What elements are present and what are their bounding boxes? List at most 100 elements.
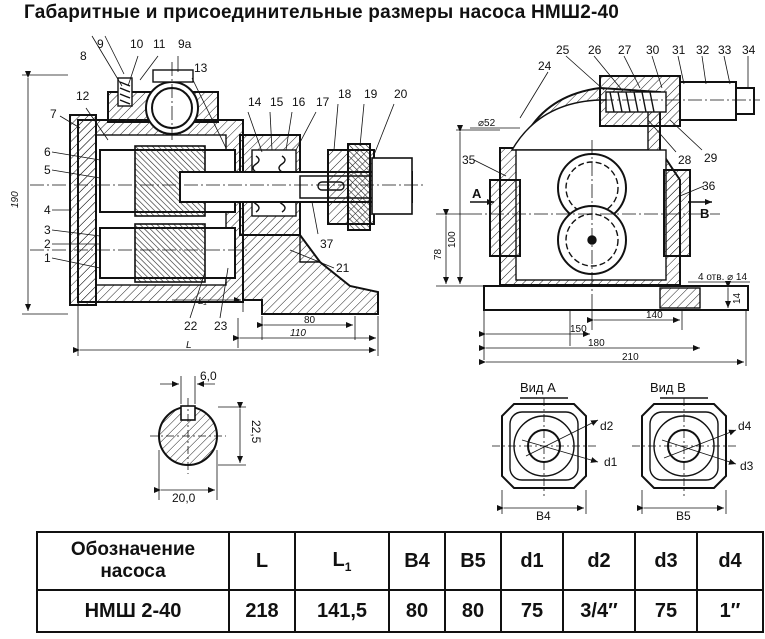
callout-28: 28: [678, 153, 692, 167]
view-a-d1: d1: [604, 455, 618, 469]
callout-24: 24: [538, 59, 552, 73]
callout-21: 21: [336, 261, 350, 275]
callout-1: 1: [44, 251, 51, 265]
dim-110: 110: [290, 328, 306, 339]
port-a-label: A: [472, 186, 482, 201]
cell-L: 218: [228, 589, 296, 633]
cell-d1: 75: [500, 589, 564, 633]
pump-bracket: [242, 234, 379, 315]
base-plate: [483, 285, 749, 311]
callout-17: 17: [316, 95, 330, 109]
view-a-title: Вид A: [520, 380, 556, 395]
callout-8: 8: [80, 49, 87, 63]
callout-4: 4: [44, 203, 51, 217]
right-dimensions: ⌀52 100 78 4 отв. ⌀ 14 14 140 150 180 21…: [433, 118, 747, 363]
view-b-d4: d4: [738, 419, 752, 433]
dim-180: 180: [588, 338, 605, 349]
callout-14: 14: [248, 95, 262, 109]
view-b-b5: B5: [676, 509, 691, 523]
dim-L1: L₁: [198, 296, 207, 307]
key-diameter: 20,0: [172, 491, 196, 505]
callout-12: 12: [76, 89, 90, 103]
view-a: [492, 397, 599, 514]
cell-L1: 141,5: [294, 589, 390, 633]
callout-36: 36: [702, 179, 716, 193]
shaft-key-section: [150, 376, 246, 500]
callout-37: 37: [320, 237, 334, 251]
page-title: Габаритные и присоединительные размеры н…: [24, 2, 620, 23]
key-width: 6,0: [200, 369, 217, 383]
right-callouts: 24 25 26 27 30 31 32 33 34 28 29 35 36: [462, 43, 756, 193]
callout-27: 27: [618, 43, 632, 57]
left-callouts: 1 2 3 4 5 6 7 8 9 10 11 9а 12 13 14 15 1…: [44, 37, 408, 333]
view-b-d3: d3: [740, 459, 754, 473]
port-b-label: B: [700, 206, 709, 221]
header-L1: L1: [294, 531, 390, 591]
pump-drawing: 1 2 3 4 5 6 7 8 9 10 11 9а 12 13 14 15 1…: [10, 35, 760, 523]
cell-B5: 80: [444, 589, 502, 633]
dim-dia-52: ⌀52: [478, 118, 496, 129]
callout-10: 10: [130, 37, 144, 51]
callout-32: 32: [696, 43, 710, 57]
callout-26: 26: [588, 43, 602, 57]
dim-holes: 4 отв. ⌀ 14: [698, 272, 747, 283]
callout-25: 25: [556, 43, 570, 57]
dim-80: 80: [304, 315, 316, 326]
callout-13: 13: [194, 61, 208, 75]
cell-d3: 75: [634, 589, 698, 633]
dim-210: 210: [622, 352, 639, 363]
header-B5: B5: [444, 531, 502, 591]
dim-L: L: [186, 340, 192, 351]
callout-15: 15: [270, 95, 284, 109]
dim-height-100: 100: [447, 231, 458, 248]
header-d2: d2: [562, 531, 636, 591]
dim-14: 14: [732, 292, 743, 304]
callout-29: 29: [704, 151, 718, 165]
end-section-view: [436, 55, 760, 366]
view-b: [632, 397, 737, 514]
callout-5: 5: [44, 163, 51, 177]
header-L: L: [228, 531, 296, 591]
dim-height-190: 190: [10, 191, 21, 208]
dim-height-78: 78: [433, 248, 444, 260]
callout-11: 11: [153, 37, 166, 51]
header-d1: d1: [500, 531, 564, 591]
callout-2: 2: [44, 237, 51, 251]
callout-9a: 9а: [178, 37, 192, 51]
table-row: НМШ 2-40 218 141,5 80 80 75 3/4″ 75 1″: [36, 589, 764, 633]
callout-30: 30: [646, 43, 660, 57]
key-height: 22,5: [249, 420, 263, 444]
header-B4: B4: [388, 531, 446, 591]
header-d4: d4: [696, 531, 764, 591]
view-b-title: Вид B: [650, 380, 686, 395]
dim-140: 140: [646, 310, 663, 321]
callout-20: 20: [394, 87, 408, 101]
callout-34: 34: [742, 43, 756, 57]
cell-designation: НМШ 2-40: [36, 589, 230, 633]
cell-B4: 80: [388, 589, 446, 633]
end-cover: [69, 114, 97, 306]
side-section-view: [22, 35, 425, 356]
callout-19: 19: [364, 87, 378, 101]
callout-9: 9: [97, 37, 104, 51]
callout-22: 22: [184, 319, 198, 333]
callout-6: 6: [44, 145, 51, 159]
view-a-d2: d2: [600, 419, 614, 433]
view-a-b4: B4: [536, 509, 551, 523]
callout-7: 7: [50, 107, 57, 121]
callout-16: 16: [292, 95, 306, 109]
cell-d4: 1″: [696, 589, 764, 633]
header-d3: d3: [634, 531, 698, 591]
cell-d2: 3/4″: [562, 589, 636, 633]
left-dimensions: 190 L₁ 80 110 L: [10, 191, 316, 351]
callout-3: 3: [44, 223, 51, 237]
callout-31: 31: [672, 43, 686, 57]
callout-23: 23: [214, 319, 228, 333]
callout-18: 18: [338, 87, 352, 101]
callout-35: 35: [462, 153, 476, 167]
dim-150: 150: [570, 324, 587, 335]
callout-33: 33: [718, 43, 732, 57]
